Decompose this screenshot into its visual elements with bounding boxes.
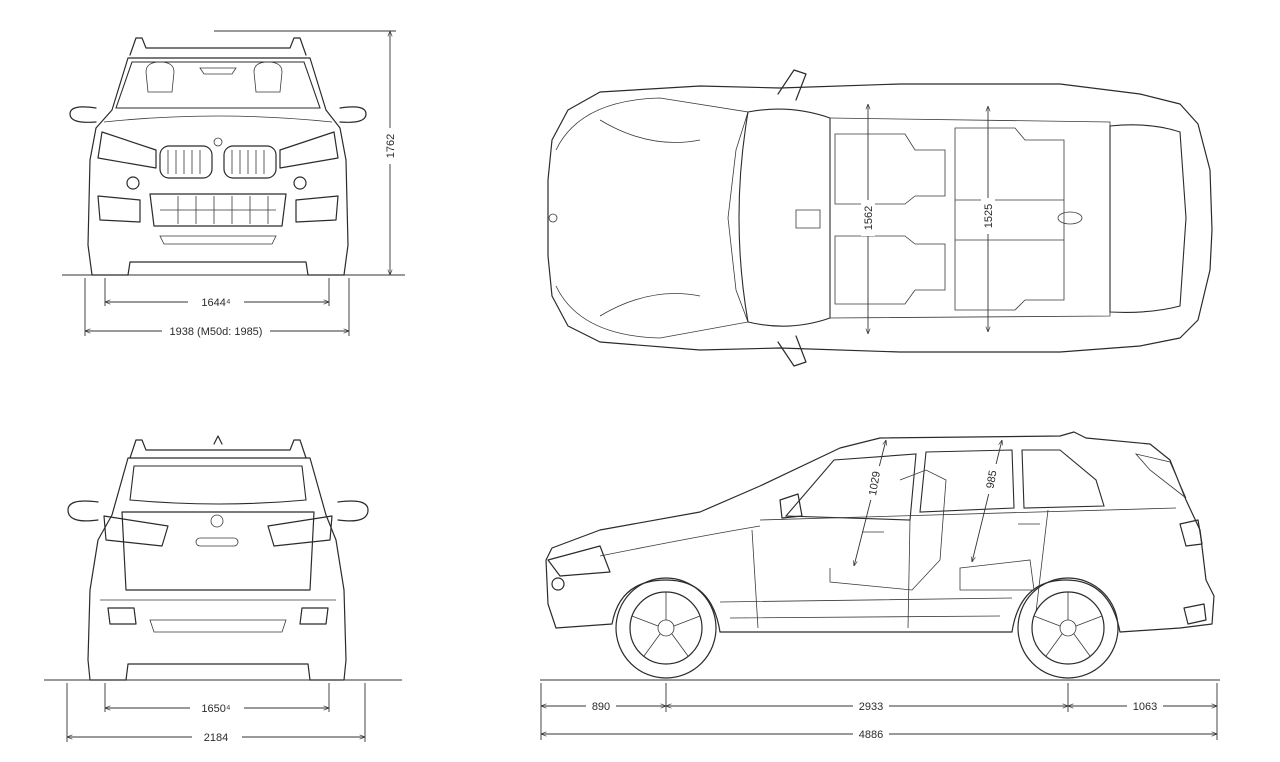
rear-width-dimension-label: 2184 (204, 732, 228, 744)
rear-overhang-label: 1063 (1133, 701, 1157, 713)
front-headroom-label: 1029 (867, 470, 883, 496)
overall-length-label: 4886 (859, 729, 883, 741)
rear-headroom-label: 985 (985, 469, 1000, 489)
front-overhang-label: 890 (592, 701, 610, 713)
rear-shoulder-width-label: 1525 (983, 204, 995, 228)
rear-track-dimension-label: 1650⁴ (201, 703, 230, 715)
rear-view: 1650⁴ 2184 (44, 435, 402, 744)
side-view: 1029 985 890 2933 1063 4886 (540, 431, 1220, 741)
top-view: 1562 1525 (547, 69, 1213, 367)
front-track-dimension-label: 1644⁴ (201, 297, 230, 309)
front-view: 1644⁴ 1938 (M50d: 1985) 1762 (62, 30, 405, 338)
front-width-dimension-label: 1938 (M50d: 1985) (170, 326, 263, 338)
height-dimension-label: 1762 (385, 134, 397, 158)
wheelbase-label: 2933 (859, 701, 883, 713)
front-shoulder-width-label: 1562 (863, 206, 875, 230)
